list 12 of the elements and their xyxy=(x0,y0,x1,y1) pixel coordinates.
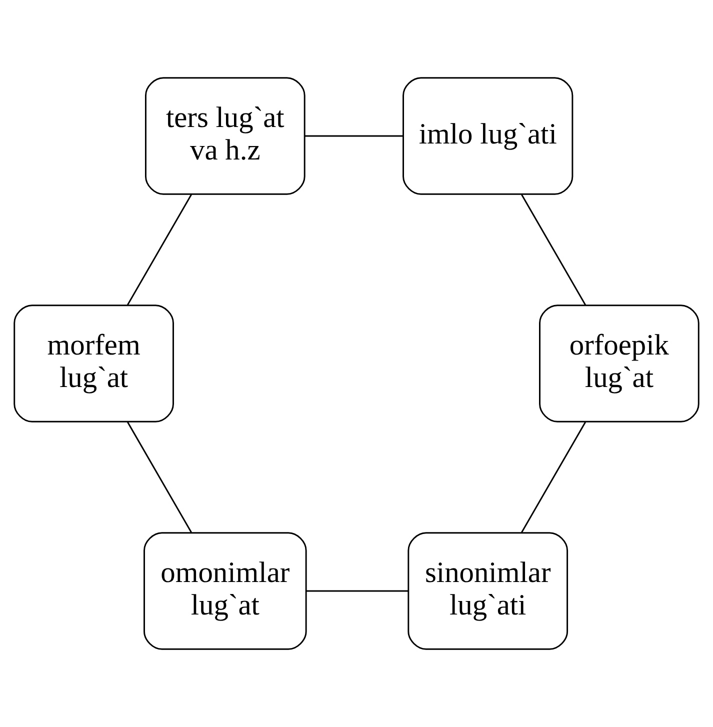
node-box: morfem lug`at xyxy=(14,304,174,422)
connector xyxy=(304,135,404,137)
connector xyxy=(520,422,586,533)
node-box: ters lug`at va h.z xyxy=(144,77,306,195)
node-box: omonimlar lug`at xyxy=(144,532,307,650)
connector xyxy=(306,590,408,592)
node-box: orfoepik lug`at xyxy=(539,304,700,422)
connector xyxy=(126,194,192,306)
connector xyxy=(521,194,586,306)
node-box: sinonimlar lug`ati xyxy=(408,532,568,650)
node-box: imlo lug`ati xyxy=(402,77,574,195)
connector xyxy=(126,422,192,533)
